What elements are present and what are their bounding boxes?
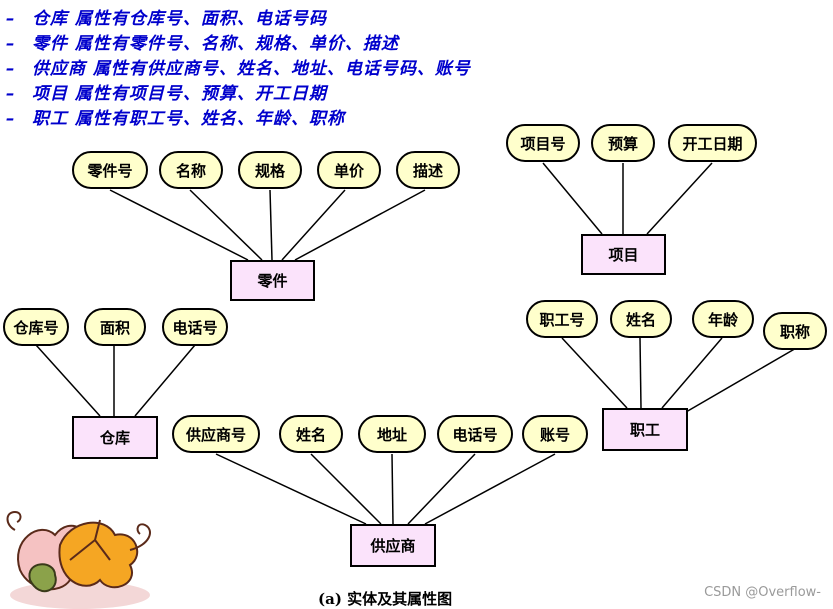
connector-line: [134, 344, 196, 417]
connector-line: [281, 189, 346, 261]
attribute-part-name: 名称: [159, 151, 223, 189]
entity-employee: 职工: [602, 408, 688, 451]
connector-line: [310, 453, 382, 525]
bullet-text: 职工 属性有职工号、姓名、年龄、职称: [32, 109, 345, 129]
attribute-warehouse-phone: 电话号: [162, 308, 228, 346]
attribute-employee-age: 年龄: [692, 300, 754, 338]
bullet-text: 供应商 属性有供应商号、姓名、地址、电话号码、账号: [32, 59, 471, 79]
attribute-supplier-phone: 电话号: [437, 415, 513, 453]
entity-supplier: 供应商: [350, 524, 436, 567]
attribute-supplier-name: 姓名: [279, 415, 343, 453]
connector-line: [391, 453, 394, 525]
bullet-item: –仓库 属性有仓库号、面积、电话号码: [6, 4, 327, 29]
connector-line: [407, 453, 476, 525]
bullet-text: 仓库 属性有仓库号、面积、电话号码: [32, 9, 327, 29]
attribute-part-description: 描述: [396, 151, 460, 189]
attribute-supplier-address: 地址: [358, 415, 426, 453]
green-leaf: [28, 563, 57, 593]
connector-line: [639, 337, 642, 409]
leaf-veins: [69, 519, 111, 561]
connector-line: [294, 189, 426, 261]
figure-caption: (a) 实体及其属性图: [318, 590, 453, 608]
attribute-warehouse-area: 面积: [84, 308, 146, 346]
attribute-part-price: 单价: [317, 151, 381, 189]
bullet-item: –零件 属性有零件号、名称、规格、单价、描述: [6, 29, 399, 54]
bullet-marker: –: [6, 109, 16, 129]
entity-project: 项目: [581, 234, 666, 275]
connector-line: [35, 344, 101, 417]
entity-part: 零件: [230, 260, 315, 301]
attribute-project-number: 项目号: [506, 124, 580, 162]
connector-line: [424, 453, 556, 525]
connector-line: [646, 162, 713, 235]
bullet-marker: –: [6, 34, 16, 54]
bullet-item: –供应商 属性有供应商号、姓名、地址、电话号码、账号: [6, 54, 471, 79]
bullet-text: 项目 属性有项目号、预算、开工日期: [32, 84, 327, 104]
connector-line: [685, 346, 799, 413]
attribute-part-spec: 规格: [238, 151, 302, 189]
entity-warehouse: 仓库: [72, 416, 158, 459]
connector-line: [109, 189, 249, 261]
connector-line: [661, 337, 723, 409]
bullet-item: –项目 属性有项目号、预算、开工日期: [6, 79, 327, 104]
bullet-text: 零件 属性有零件号、名称、规格、单价、描述: [32, 34, 399, 54]
attribute-employee-title: 职称: [763, 312, 827, 350]
attribute-warehouse-number: 仓库号: [3, 308, 69, 346]
bullet-marker: –: [6, 59, 16, 79]
attribute-supplier-account: 账号: [522, 415, 588, 453]
connector-line: [561, 337, 628, 409]
connector-line: [215, 453, 367, 525]
connector-line: [542, 162, 603, 235]
attribute-supplier-number: 供应商号: [172, 415, 260, 453]
orange-leaf: [58, 521, 139, 589]
connector-line: [189, 189, 263, 261]
swirl-shape: [6, 510, 22, 531]
attribute-employee-number: 职工号: [526, 300, 598, 338]
leaves-clipart: [6, 510, 151, 609]
swirl-shape: [129, 523, 151, 551]
watermark: CSDN @Overflow-: [704, 585, 821, 600]
bullet-marker: –: [6, 9, 16, 29]
attribute-part-number: 零件号: [72, 151, 148, 189]
bullet-marker: –: [6, 84, 16, 104]
attribute-employee-name: 姓名: [610, 300, 672, 338]
bullet-item: –职工 属性有职工号、姓名、年龄、职称: [6, 104, 345, 129]
attribute-project-budget: 预算: [591, 124, 655, 162]
connector-line: [269, 189, 273, 261]
attribute-project-start-date: 开工日期: [668, 124, 757, 162]
